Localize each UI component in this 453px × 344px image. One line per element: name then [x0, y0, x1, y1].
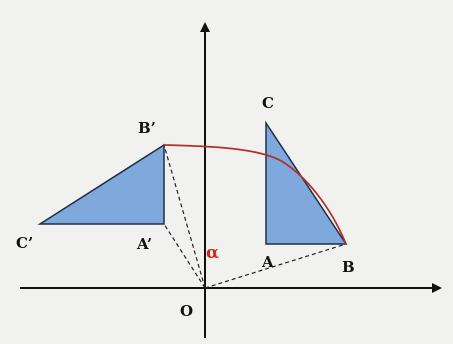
label-alpha: α: [206, 243, 219, 263]
rotation-arc: [163, 144, 347, 245]
label-origin: O: [180, 302, 193, 320]
label-a: A: [261, 253, 274, 271]
triangle-a-prime-b-prime-c-prime: [37, 143, 165, 225]
triangle-abc: [265, 120, 348, 245]
label-a-prime: A’: [136, 235, 152, 253]
label-b: B: [342, 258, 355, 276]
dashed-line-o-b-prime: [163, 144, 206, 289]
label-c-prime: C’: [16, 234, 33, 252]
label-b-prime: B’: [138, 119, 156, 137]
dashed-line-o-a-prime: [163, 223, 206, 289]
label-c: C: [262, 94, 274, 112]
dashed-line-o-b: [204, 243, 347, 289]
